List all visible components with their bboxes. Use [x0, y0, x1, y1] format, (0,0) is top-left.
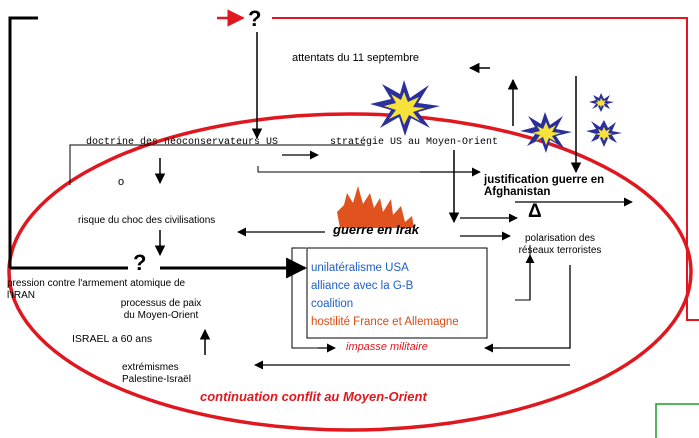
- delta-symbol: Δ: [528, 201, 542, 222]
- pression-line-2: l'IRAN: [7, 290, 36, 301]
- guerre-irak-label: guerre en Irak: [333, 222, 419, 237]
- left-frame-line: [8, 16, 38, 268]
- star-attack-large: [370, 80, 440, 136]
- strategie-label: stratégie US au Moyen-Orient: [330, 137, 499, 148]
- attentats-label: attentats du 11 septembre: [292, 52, 419, 64]
- processus-line-1: processus de paix: [120, 298, 202, 309]
- star-attack-small-1: [589, 93, 614, 112]
- polarisation-label: polarisation des réseaux terroristes: [510, 233, 610, 257]
- doctrine-label: doctrine des néoconservateurs US: [86, 137, 279, 148]
- strategie-connector: [257, 166, 420, 173]
- star-attack-small-2: [586, 120, 622, 147]
- impasse-label: impasse militaire: [346, 341, 428, 353]
- polarisation-line-1: polarisation des: [524, 233, 596, 244]
- justification-line-2: Afghanistan: [484, 186, 551, 199]
- processus-label: processus de paix du Moyen-Orient: [106, 298, 216, 322]
- policy-box: [306, 247, 488, 339]
- extremismes-line-2: Palestine-Israël: [122, 374, 191, 385]
- polarisation-line-2: réseaux terroristes: [518, 245, 602, 256]
- justification-label: justification guerre en Afghanistan: [484, 174, 604, 198]
- fire-icon: [337, 186, 414, 228]
- processus-line-2: du Moyen-Orient: [123, 310, 199, 321]
- box-item-hostilite: hostilité France et Allemagne: [311, 316, 459, 328]
- box-item-alliance: alliance avec la G-B: [311, 280, 414, 292]
- question-mark-top: ?: [248, 6, 262, 31]
- extremismes-label: extrémismes Palestine-Israël: [122, 362, 191, 386]
- question-mark-mid: ?: [133, 250, 147, 275]
- conflict-ellipse: [7, 112, 693, 432]
- choc-label: risque du choc des civilisations: [78, 215, 216, 226]
- israel-label: ISRAEL a 60 ans: [72, 333, 153, 345]
- pression-label: pression contre l'armement atomique de l…: [7, 278, 185, 302]
- green-corner-box: [655, 403, 699, 438]
- extremismes-line-1: extrémismes: [122, 362, 179, 373]
- star-attack-medium: [520, 112, 572, 153]
- doctrine-bracket: [69, 144, 365, 185]
- pression-line-1: pression contre l'armement atomique de: [7, 278, 186, 289]
- justification-line-1: justification guerre en: [484, 174, 605, 186]
- box-item-coalition: coalition: [311, 298, 354, 310]
- red-frame-line: [272, 17, 699, 321]
- policy-box-bracket: [291, 247, 318, 349]
- box-item-unilateralisme: unilatéralisme USA: [311, 262, 409, 274]
- continuation-label: continuation conflit au Moyen-Orient: [200, 389, 427, 404]
- polarisation-to-impasse: [500, 265, 571, 349]
- small-circle: o: [118, 176, 125, 188]
